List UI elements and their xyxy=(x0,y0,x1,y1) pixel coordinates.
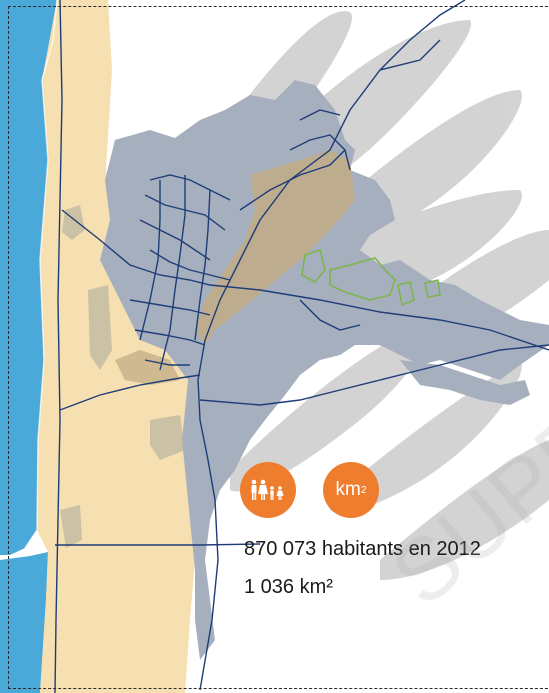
ocean xyxy=(0,0,57,555)
coastline xyxy=(24,0,58,549)
urban-area xyxy=(100,80,549,660)
area-badge-label: km xyxy=(335,479,361,500)
suburb-east xyxy=(400,360,530,405)
ocean-south xyxy=(0,552,48,693)
population-stat: 870 073 habitants en 2012 xyxy=(244,538,481,560)
industrial-zone xyxy=(195,150,355,345)
people-family-icon xyxy=(251,479,284,500)
area-stat: 1 036 km² xyxy=(244,576,333,598)
road-network xyxy=(54,0,549,693)
industrial-south xyxy=(115,350,180,385)
suburb-west xyxy=(60,205,185,548)
population-badge xyxy=(240,462,296,518)
green-parks xyxy=(301,249,441,307)
area-badge-sup: 2 xyxy=(360,484,367,496)
